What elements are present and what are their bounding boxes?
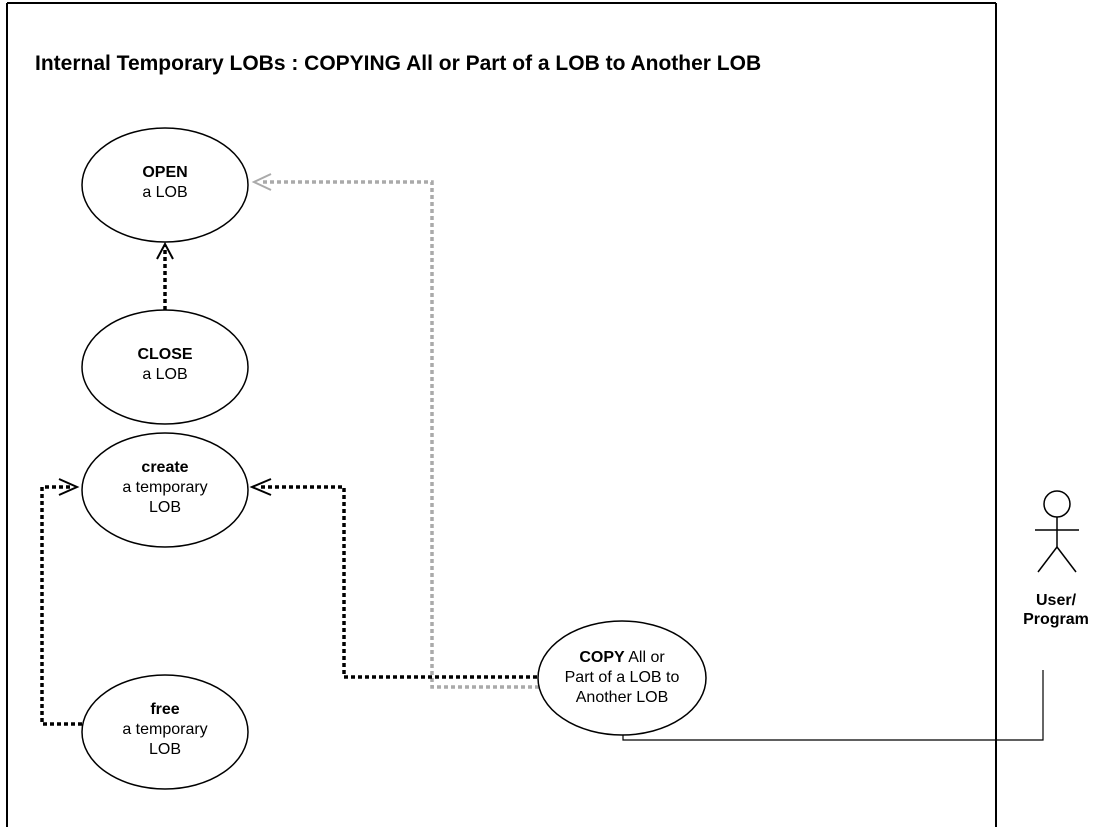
- dependency-close-to-open: [156, 241, 174, 310]
- use-case-close-ellipse: [81, 309, 249, 425]
- use-case-create-line3: LOB: [149, 499, 181, 516]
- use-case-create-ellipse: [81, 432, 249, 548]
- use-case-free-line2: a temporary: [122, 721, 207, 738]
- actor-user-program: User/ Program: [1023, 490, 1089, 628]
- system-boundary: [6, 2, 997, 827]
- use-case-copy-line3: Another LOB: [576, 689, 669, 706]
- use-case-close-line2: a LOB: [142, 366, 187, 383]
- use-case-copy: COPY All or Part of a LOB to Another LOB: [537, 620, 707, 736]
- use-case-open-line2: a LOB: [142, 184, 187, 201]
- actor-label-line2: Program: [1023, 611, 1089, 628]
- use-case-copy-line2: Part of a LOB to: [565, 669, 680, 686]
- svg-text:OPEN: OPEN: [142, 164, 187, 181]
- actor-label-line1: User/: [1036, 592, 1077, 609]
- svg-text:CLOSE: CLOSE: [137, 346, 192, 363]
- use-case-create-line2: a temporary: [122, 479, 207, 496]
- dependency-copy-to-open: [251, 173, 539, 689]
- use-case-create: create a temporary LOB: [81, 432, 249, 548]
- use-case-copy-title: COPY: [579, 649, 625, 666]
- dependency-free-to-create: [40, 478, 82, 726]
- use-case-close-title: CLOSE: [137, 346, 192, 363]
- use-case-free: free a temporary LOB: [81, 674, 249, 790]
- use-case-open-ellipse: [81, 127, 249, 243]
- use-case-open: OPEN a LOB: [81, 127, 249, 243]
- use-case-close: CLOSE a LOB: [81, 309, 249, 425]
- use-case-open-title: OPEN: [142, 164, 187, 181]
- use-case-create-title: create: [141, 459, 188, 476]
- dependency-copy-to-create: [249, 478, 537, 679]
- stick-figure-icon: [1035, 490, 1079, 573]
- use-case-free-line3: LOB: [149, 741, 181, 758]
- use-case-copy-title-rest: All or: [625, 649, 666, 666]
- use-case-free-title: free: [150, 701, 179, 718]
- diagram-title: Internal Temporary LOBs : COPYING All or…: [35, 52, 761, 75]
- svg-text:create: create: [141, 459, 188, 476]
- use-case-free-ellipse: [81, 674, 249, 790]
- svg-text:COPY All or: COPY All or: [579, 649, 665, 666]
- use-case-copy-ellipse: [537, 620, 707, 736]
- svg-text:free: free: [150, 701, 179, 718]
